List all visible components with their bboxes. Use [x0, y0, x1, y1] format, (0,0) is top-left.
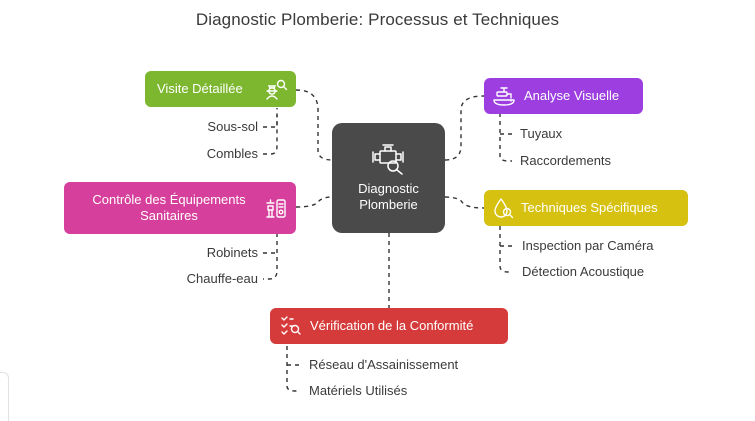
center-label-line-1: Diagnostic — [358, 181, 419, 196]
center-node[interactable]: Diagnostic Plomberie — [332, 123, 445, 233]
leaf-tuyaux: Tuyaux — [520, 126, 563, 141]
leaf-reseau-assainissement: Réseau d'Assainissement — [309, 357, 459, 372]
connector-visite-leaf-2 — [263, 108, 278, 155]
connector-controle — [295, 196, 333, 208]
diagram-title: Diagnostic Plomberie: Processus et Techn… — [195, 10, 560, 29]
node-visite-label: Visite Détaillée — [157, 81, 243, 96]
node-visite-detaillee[interactable]: Visite Détaillée — [145, 71, 296, 107]
connector-visite-leaf-1 — [263, 115, 278, 128]
page-edge-panel — [0, 372, 9, 421]
leaf-materiels-utilises: Matériels Utilisés — [309, 383, 408, 398]
connector-techniques — [444, 196, 485, 209]
water-drop-icon — [492, 197, 514, 219]
node-techniques-specifiques[interactable]: Techniques Spécifiques — [484, 190, 688, 226]
node-analyse-label: Analyse Visuelle — [524, 88, 620, 103]
connector-analyse-leaf — [499, 113, 512, 162]
leaf-combles: Combles — [206, 146, 258, 161]
leaf-chauffe-eau: Chauffe-eau — [186, 271, 258, 286]
checklist-icon — [279, 315, 301, 337]
equipment-icon — [264, 196, 288, 220]
connector-visite — [295, 89, 333, 161]
node-verification-label: Vérification de la Conformité — [310, 318, 474, 333]
inspector-icon — [264, 78, 288, 100]
connector-controle-leaf — [263, 233, 278, 280]
node-verification-conformite[interactable]: Vérification de la Conformité — [270, 308, 508, 344]
leaf-robinets: Robinets — [206, 245, 258, 260]
node-analyse-visuelle[interactable]: Analyse Visuelle — [484, 78, 643, 114]
node-controle-label-line-2: Sanitaires — [140, 208, 198, 223]
center-label-line-2: Plomberie — [359, 197, 418, 212]
connector-verification-leaf — [286, 346, 300, 392]
node-controle-label-line-1: Contrôle des Équipements — [92, 192, 246, 207]
pipe-inspection-icon — [371, 144, 404, 175]
leaf-inspection-camera: Inspection par Caméra — [522, 238, 654, 253]
node-controle-equipements[interactable]: Contrôle des Équipements Sanitaires — [64, 182, 296, 234]
leaf-sous-sol: Sous-sol — [207, 119, 258, 134]
node-controle-label: Contrôle des Équipements Sanitaires — [74, 192, 264, 224]
leaf-detection-acoustique: Détection Acoustique — [522, 264, 645, 279]
faucet-icon — [492, 85, 516, 107]
connector-analyse — [444, 95, 485, 161]
node-techniques-label: Techniques Spécifiques — [521, 200, 658, 215]
leaf-raccordements: Raccordements — [520, 153, 612, 168]
connector-techniques-leaf — [499, 226, 512, 273]
